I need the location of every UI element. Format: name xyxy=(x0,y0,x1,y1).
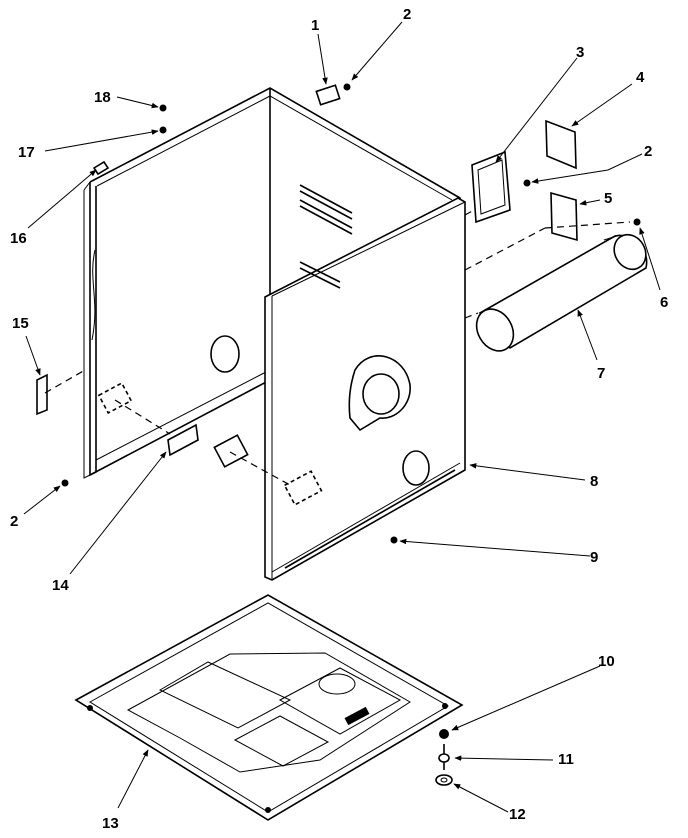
callout-12: 12 xyxy=(509,806,526,823)
part-7-duct xyxy=(475,233,648,352)
callout-9: 9 xyxy=(590,549,598,566)
part-15-label xyxy=(36,373,48,416)
part-14-filter xyxy=(167,423,199,457)
callout-10: 10 xyxy=(598,653,615,670)
base-assembly xyxy=(74,594,464,821)
callout-2-right: 2 xyxy=(644,143,652,160)
cabinet-assembly xyxy=(83,87,466,581)
screw-icon xyxy=(61,83,641,544)
callout-15: 15 xyxy=(12,315,29,332)
part-16-clip xyxy=(92,160,110,176)
callout-8: 8 xyxy=(590,473,598,490)
callout-14: 14 xyxy=(52,577,69,594)
callout-2-left: 2 xyxy=(10,513,18,530)
callout-labels: 1 2 3 4 2 5 6 7 8 9 10 11 12 13 14 2 15 … xyxy=(10,6,668,832)
part-3-access-plate xyxy=(471,150,511,224)
callout-6: 6 xyxy=(660,294,668,311)
callout-7: 7 xyxy=(597,365,605,382)
callout-17: 17 xyxy=(18,144,35,161)
callout-2-top: 2 xyxy=(403,6,411,23)
part-5-label xyxy=(550,191,578,242)
callout-11: 11 xyxy=(558,751,574,768)
leveling-foot-parts xyxy=(435,729,453,786)
assembly-lines xyxy=(44,209,631,486)
callout-16: 16 xyxy=(10,230,27,247)
callout-1: 1 xyxy=(311,17,319,34)
callout-13: 13 xyxy=(102,815,119,832)
callout-3: 3 xyxy=(576,44,584,61)
callout-18: 18 xyxy=(94,89,111,106)
callout-5: 5 xyxy=(604,190,612,207)
callout-4: 4 xyxy=(636,69,645,86)
part-4-label xyxy=(545,119,577,170)
leader-lines xyxy=(23,21,661,813)
part-1-bracket xyxy=(315,84,341,106)
